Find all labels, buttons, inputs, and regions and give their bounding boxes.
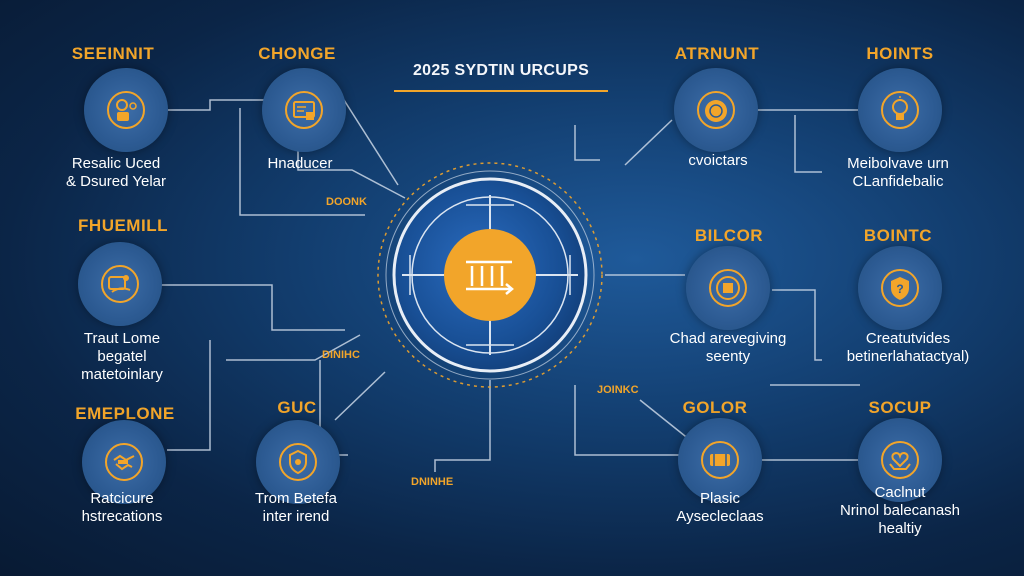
hands-heart-icon	[881, 441, 919, 479]
coin-icon	[697, 91, 735, 129]
hand-gear-icon	[101, 265, 139, 303]
node-guc-circle	[256, 420, 340, 504]
certificate-icon	[285, 91, 323, 129]
lightbulb-icon	[881, 91, 919, 129]
node-fhuemill-title: FHUEMILL	[78, 216, 168, 235]
node-seeinnit-title: SEEINNIT	[71, 44, 155, 63]
line-fhuemill	[152, 284, 345, 331]
node-bilcor-circle	[686, 246, 770, 330]
diagram-title: 2025 SYDTIN URCUPS	[412, 62, 590, 79]
line-fhuemill-hub	[226, 334, 361, 361]
line-chonge	[239, 108, 365, 216]
hub-label-dinihc: DINIHC	[322, 349, 360, 361]
node-socup-desc: Caclnut Nrinol balecanash healtiy	[839, 484, 961, 537]
node-fhuemill-circle	[78, 242, 162, 326]
node-seeinnit-desc: Resalic Uced & Dsured Yelar	[65, 155, 167, 190]
node-seeinnit-circle	[84, 68, 168, 152]
node-bointc-circle: ?	[858, 246, 942, 330]
central-hub	[377, 162, 603, 388]
node-bointc-desc: Creatutvides betinerlahatactyal)	[846, 330, 970, 365]
handshake-icon	[105, 443, 143, 481]
node-hoints-circle	[858, 68, 942, 152]
node-emeplone-desc: Ratcicure hstrecations	[81, 490, 163, 525]
node-atrnunt-desc: cvoictars	[688, 152, 748, 169]
line-bointc	[772, 289, 822, 361]
node-golor-title: GOLOR	[682, 398, 748, 417]
node-chonge-title: CHONGE	[258, 44, 336, 63]
line-atrnunt	[624, 119, 673, 166]
title-underline	[394, 90, 608, 92]
puzzle-icon	[709, 269, 747, 307]
node-fhuemill-desc: Traut Lome begatel matetoinlary	[81, 330, 163, 383]
person-gear-icon	[107, 91, 145, 129]
node-guc-title: GUC	[277, 398, 317, 417]
node-bilcor-desc: Chad arevegiving seenty	[669, 330, 787, 365]
node-bilcor-title: BILCOR	[694, 226, 764, 245]
node-socup-circle	[858, 418, 942, 502]
hub-label-joinkc: JOINKC	[597, 384, 639, 396]
line-hoints-a	[794, 115, 822, 173]
node-atrnunt-title: ATRNUNT	[674, 44, 760, 63]
node-atrnunt-circle	[674, 68, 758, 152]
shield-question-icon: ?	[881, 269, 919, 307]
hub-label-dninhe: DNINHE	[411, 476, 454, 488]
handshake-coin-icon	[701, 441, 739, 479]
line-guc-hub	[334, 371, 386, 421]
node-hoints-desc: Meibolvave urn CLanfidebalic	[847, 155, 949, 190]
hub-label-doonk: DOONK	[326, 196, 367, 208]
node-chonge-circle	[262, 68, 346, 152]
node-golor-circle	[678, 418, 762, 502]
node-hoints-title: HOINTS	[866, 44, 934, 63]
connector-lines	[152, 99, 860, 472]
line-golor-b	[574, 385, 680, 456]
node-emeplone-title: EMEPLONE	[75, 404, 175, 423]
node-socup-title: SOCUP	[868, 398, 932, 417]
line-emeplone	[167, 340, 211, 451]
node-emeplone-circle	[82, 420, 166, 504]
shield-hand-icon	[279, 443, 317, 481]
line-seeinnit	[168, 99, 399, 186]
line-dninhe	[434, 380, 491, 472]
svg-text:?: ?	[896, 282, 903, 296]
bank-icon	[466, 260, 514, 295]
node-chonge-desc: Hnaducer	[267, 155, 333, 172]
node-golor-desc: Plasic Aysecleclaas	[676, 490, 764, 525]
line-golor	[639, 399, 691, 441]
node-bointc-title: BOINTC	[863, 226, 933, 245]
node-guc-desc: Trom Betefa inter irend	[255, 490, 337, 525]
line-atrnunt-a	[574, 125, 600, 161]
